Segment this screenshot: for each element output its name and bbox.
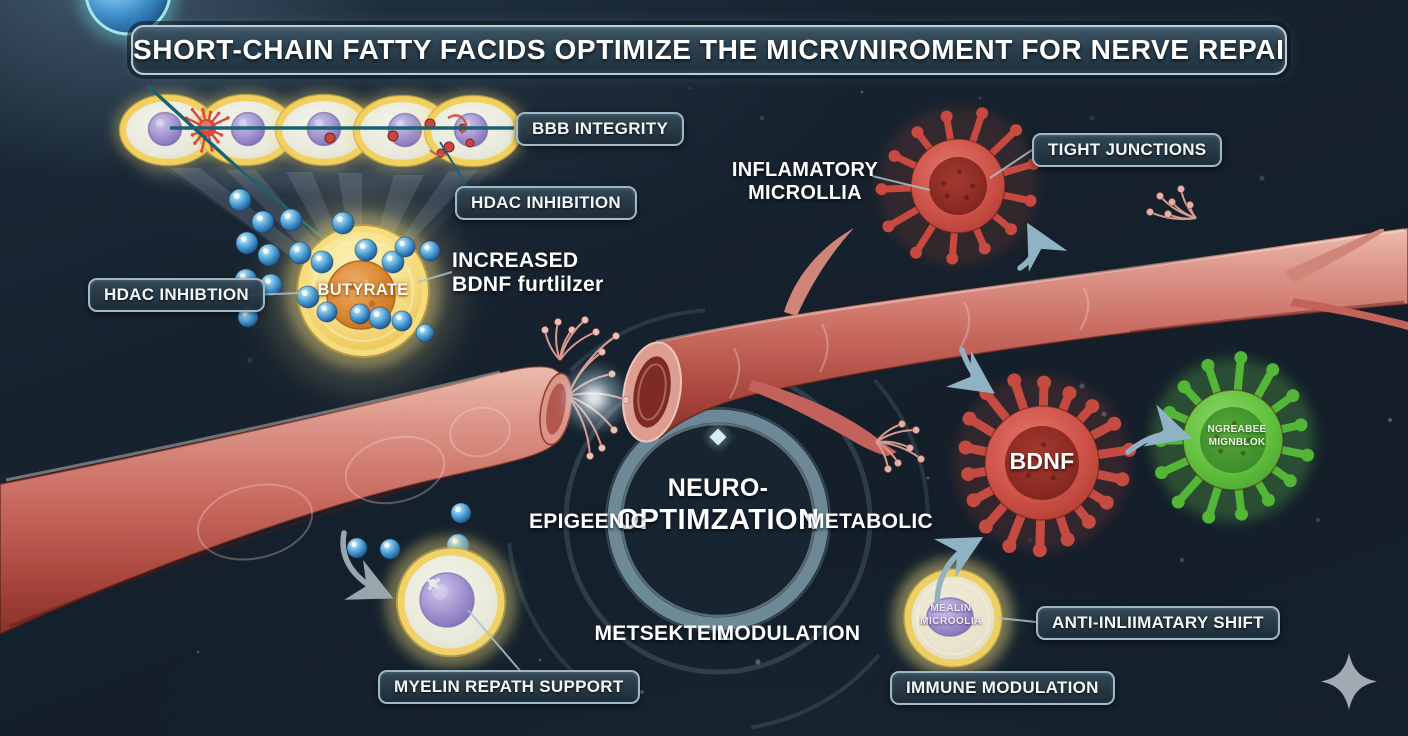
myelin-repair-cell xyxy=(385,536,517,668)
increased-line1: INCREASED xyxy=(452,249,579,272)
immune-line2: MICROOLIA xyxy=(920,616,982,627)
gear-icon xyxy=(426,578,440,590)
callout-hdac-inhibtion: HDAC INHIBTION xyxy=(88,278,265,312)
sparkle-icon xyxy=(1321,653,1377,710)
inflammatory-microglia-label: INFLAMATORY MICROLLIA xyxy=(730,159,880,205)
hub-bottom-right-label: MODULATION xyxy=(716,622,861,645)
regenerating-sprouts xyxy=(541,184,1197,473)
inflammatory-microglia-cell xyxy=(875,106,1040,266)
curved-arrow-icon xyxy=(340,530,394,600)
curved-arrow-icon xyxy=(946,347,995,394)
hub-right-label: METABOLIC xyxy=(807,510,933,533)
callout-hdac-inhibition: HDAC INHIBITION xyxy=(455,186,637,220)
callout-immune-modulation: IMMUNE MODULATION xyxy=(890,671,1115,705)
curved-arrow-icon xyxy=(1017,222,1068,272)
callout-myelin-repair-support: MYELIN REPATH SUPPORT xyxy=(378,670,640,704)
nerve-axon xyxy=(0,184,1408,636)
inflammatory-line1: INFLAMATORY xyxy=(731,159,879,181)
immune-line1: MEALIN xyxy=(930,603,972,614)
hub-bottom-left-label: METSEKTEIL xyxy=(594,622,731,645)
curved-arrow-icon xyxy=(934,537,984,606)
green-microglia-cell xyxy=(1151,351,1315,524)
page-title-text: SHORT-CHAIN FATTY FACIDS OPTIMIZE THE MI… xyxy=(133,34,1287,65)
bdnf-label: BDNF xyxy=(1009,448,1075,474)
immune-microglia-cell xyxy=(893,558,1013,678)
neuro-optimization-ring xyxy=(506,308,930,732)
green-cell-label: NGREABEE MIGNBLOK xyxy=(1185,423,1289,449)
callout-bbb-integrity: BBB INTEGRITY xyxy=(516,112,685,146)
green-line2: MIGNBLOK xyxy=(1208,437,1266,448)
inflammatory-line2: MICROLLIA xyxy=(748,182,862,204)
butyrate-label: BUTYRATE xyxy=(317,281,409,299)
callout-tight-junctions: TIGHT JUNCTIONS xyxy=(1032,133,1223,167)
hub-left-label: EPIGEENIC xyxy=(528,510,647,533)
curved-arrow-icon xyxy=(1125,404,1192,455)
callout-anti-inflammatory-shift: ANTI-INLIIMATARY SHIFT xyxy=(1036,606,1280,640)
immune-cell-label: MEALIN MICROOLIA xyxy=(901,602,1001,628)
hub-title-line2: OPTIMZATION xyxy=(616,504,820,536)
severed-gap-glow xyxy=(564,368,624,428)
page-title: SHORT-CHAIN FATTY FACIDS OPTIMIZE THE MI… xyxy=(131,25,1287,75)
increased-line2: BDNF furtlilzer xyxy=(452,273,604,296)
bdnf-microglia-cell xyxy=(954,373,1137,558)
hub-title-line1: NEURO- xyxy=(667,474,769,502)
flow-arrows xyxy=(340,222,1192,606)
green-line1: NGREABEE xyxy=(1207,424,1267,435)
diamond-marker-icon xyxy=(709,428,727,446)
increased-bdnf-label: INCREASED BDNF furtlilzer xyxy=(452,249,604,297)
